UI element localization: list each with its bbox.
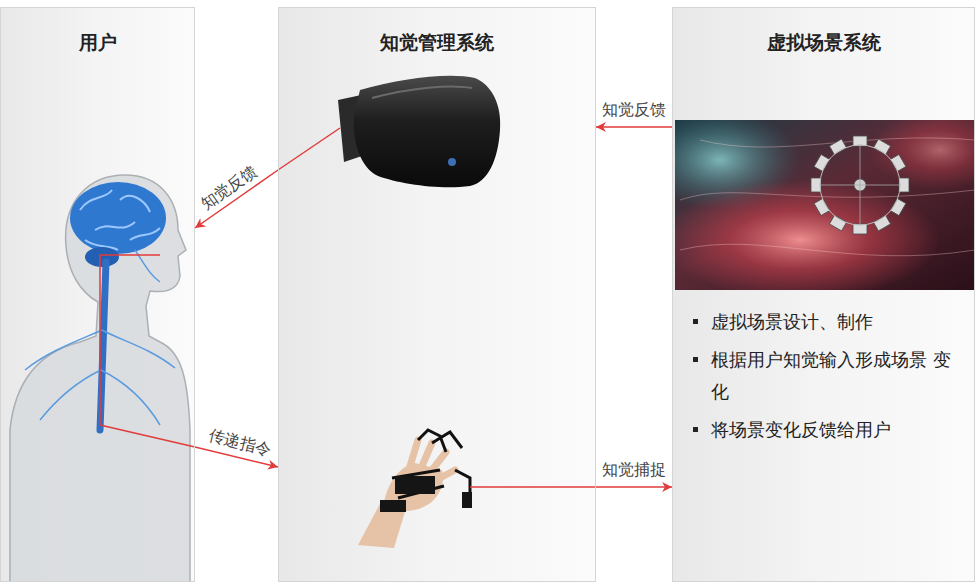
bullet-list: 虚拟场景设计、制作根据用户知觉输入形成场景 变化将场景变化反馈给用户 xyxy=(691,306,961,452)
wire xyxy=(278,128,340,170)
human-figure xyxy=(10,175,190,582)
system-panel: 虚拟场景系统虚拟场景设计、制作根据用户知觉输入形成场景 变化将场景变化反馈给用户 xyxy=(672,7,975,582)
edge-label: 知觉反馈 xyxy=(602,101,666,119)
system-panel: 知觉管理系统 xyxy=(278,7,596,582)
flow-arrow xyxy=(596,486,672,488)
haptic-glove xyxy=(358,430,472,548)
panel-heading: 知觉管理系统 xyxy=(279,30,595,54)
panel-heading: 用户 xyxy=(1,30,194,54)
edge-label: 知觉捕捉 xyxy=(602,461,666,479)
panel-fill xyxy=(278,7,596,582)
vr-headset xyxy=(338,76,500,188)
system-panel: 用户 xyxy=(0,7,195,582)
bullet-item: 虚拟场景设计、制作 xyxy=(691,306,951,338)
space-scene xyxy=(675,120,975,290)
edge-label: 传递指令 xyxy=(207,427,273,459)
flow-arrow xyxy=(596,126,672,128)
wire xyxy=(100,425,195,447)
bullet-item: 将场景变化反馈给用户 xyxy=(691,414,951,446)
panel-heading: 虚拟场景系统 xyxy=(673,30,974,54)
panel-fill xyxy=(672,7,975,582)
bullet-item: 根据用户知觉输入形成场景 变化 xyxy=(691,344,951,408)
wire xyxy=(470,486,596,488)
panel-fill xyxy=(0,7,195,582)
nerve-wire xyxy=(100,255,160,425)
